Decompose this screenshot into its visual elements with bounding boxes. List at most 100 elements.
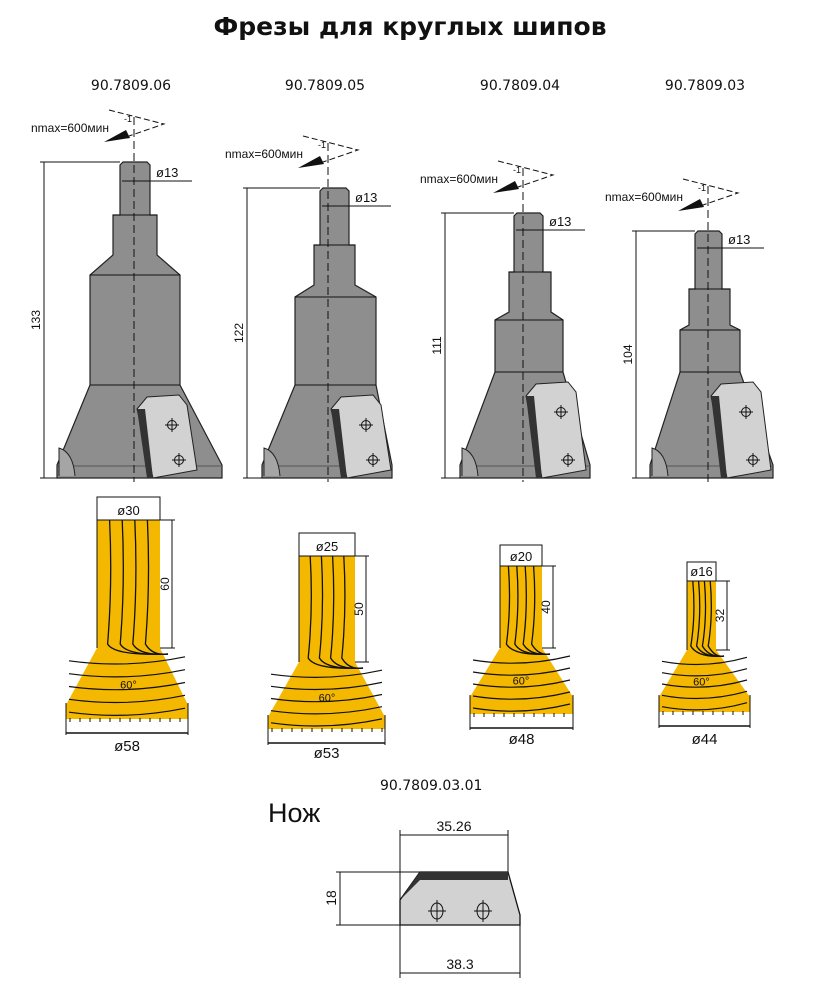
cutter-body-1: [56, 161, 223, 479]
knife-bevel: [137, 409, 153, 478]
wood-grain: [707, 580, 725, 657]
wood-grain: [144, 519, 169, 655]
wood-grain: [270, 718, 383, 727]
wood-grain: [514, 565, 551, 655]
wood-grain: [661, 679, 748, 688]
wood-grain: [132, 519, 169, 655]
rotation-arrow-icon: [497, 160, 555, 188]
rotation-arrowhead-icon: [493, 181, 519, 193]
cutter-code-4: 90.7809.03: [664, 78, 746, 94]
angle-label: 60°: [319, 693, 336, 705]
speed-exponent: -1: [124, 114, 132, 124]
cutter-code-3: 90.7809.04: [479, 78, 561, 94]
wood-grain: [329, 555, 364, 669]
tenon-len-label: 40: [539, 600, 553, 614]
wood-grain: [472, 703, 571, 712]
tenon-dia-label: ø30: [117, 503, 139, 518]
wood-grain: [68, 694, 186, 704]
wood-grain: [530, 565, 551, 655]
wood-grain: [68, 707, 186, 716]
shank-dim-label: ø13: [728, 232, 750, 247]
tenon-len-label: 60: [158, 577, 172, 591]
height-dim-label: 133: [29, 310, 43, 330]
cut-base: [66, 719, 188, 725]
rotation-arrowhead-icon: [104, 130, 130, 142]
rotation-arrow-icon: [108, 109, 166, 137]
wood-grain: [472, 691, 571, 700]
rotation-arrow-icon: [302, 135, 360, 163]
wood-grain: [68, 669, 186, 678]
top-len-label: 35.26: [436, 818, 471, 834]
wood-grain: [472, 679, 571, 688]
shank-dim-label: ø13: [549, 214, 571, 229]
outer-dia-label: ø44: [692, 731, 718, 748]
wood-grain: [695, 580, 725, 657]
knife-code: 90.7809.03.01: [380, 778, 483, 794]
speed-label: nmax=600мин: [420, 172, 498, 186]
page-title: Фрезы для круглых шипов: [213, 12, 607, 41]
cut-base: [268, 729, 385, 735]
cut-base: [659, 712, 750, 718]
tenon-dia-label: ø25: [316, 539, 338, 554]
workpiece-1: [66, 648, 188, 725]
wood-grain: [106, 519, 169, 655]
flute-cutout: [651, 447, 669, 477]
workpiece-2: [268, 662, 385, 735]
speed-label: nmax=600мин: [31, 121, 109, 135]
cutter-code-2: 90.7809.05: [284, 78, 366, 94]
angle-label: 60°: [513, 676, 530, 688]
tenon-len-label: 32: [713, 609, 727, 623]
wood-grain: [119, 519, 169, 655]
wood-grain: [661, 656, 748, 666]
wood-grain: [318, 555, 364, 669]
height-dim-label: 104: [621, 344, 635, 364]
tenon-dia-label: ø20: [510, 549, 532, 564]
angle-label: 60°: [120, 680, 137, 692]
wood-grain: [68, 656, 186, 665]
height-dim-label: 122: [232, 323, 246, 343]
wood-grain: [68, 681, 186, 691]
flute-cutout: [263, 447, 281, 477]
wood-grain: [307, 555, 364, 669]
knife-edge: [400, 872, 508, 900]
knife-label: Нож: [268, 798, 321, 828]
rotation-arrow-icon: [682, 178, 740, 206]
speed-exponent: -1: [698, 183, 706, 193]
wood-grain: [270, 706, 383, 715]
wood-grain: [472, 667, 571, 676]
tenon-3: [500, 566, 542, 648]
wood-grain: [661, 690, 748, 700]
knife-height-label: 18: [323, 890, 339, 906]
tenon-len-label: 50: [352, 602, 366, 616]
outer-dia-label: ø53: [314, 745, 340, 762]
wood-grain: [661, 702, 748, 711]
shank-dim-label: ø13: [156, 165, 178, 180]
workpiece-4: [659, 650, 750, 718]
tenon-dia-label: ø16: [690, 564, 712, 579]
rotation-arrowhead-icon: [678, 199, 704, 211]
speed-exponent: -1: [513, 165, 521, 175]
shank-dim-label: ø13: [355, 190, 377, 205]
tenon-2: [299, 556, 355, 662]
wood-grain: [661, 668, 748, 677]
wood-grain: [270, 669, 383, 678]
knife-bevel: [331, 409, 347, 478]
bottom-len-label: 38.3: [446, 956, 473, 972]
outer-dia-label: ø58: [114, 738, 140, 755]
knife-bevel: [711, 396, 727, 478]
wood-grain: [270, 693, 383, 703]
wood-grain: [472, 655, 571, 664]
speed-label: nmax=600мин: [225, 147, 303, 161]
workpiece-3: [470, 648, 573, 720]
rotation-arrowhead-icon: [298, 156, 324, 168]
wood-grain: [341, 555, 364, 669]
outer-dia-label: ø48: [509, 731, 535, 748]
height-dim-label: 111: [430, 336, 444, 355]
flute-cutout: [461, 447, 479, 477]
speed-exponent: -1: [318, 140, 326, 150]
wood-grain: [701, 580, 725, 657]
wood-grain: [270, 681, 383, 691]
cutter-code-1: 90.7809.06: [90, 78, 172, 94]
